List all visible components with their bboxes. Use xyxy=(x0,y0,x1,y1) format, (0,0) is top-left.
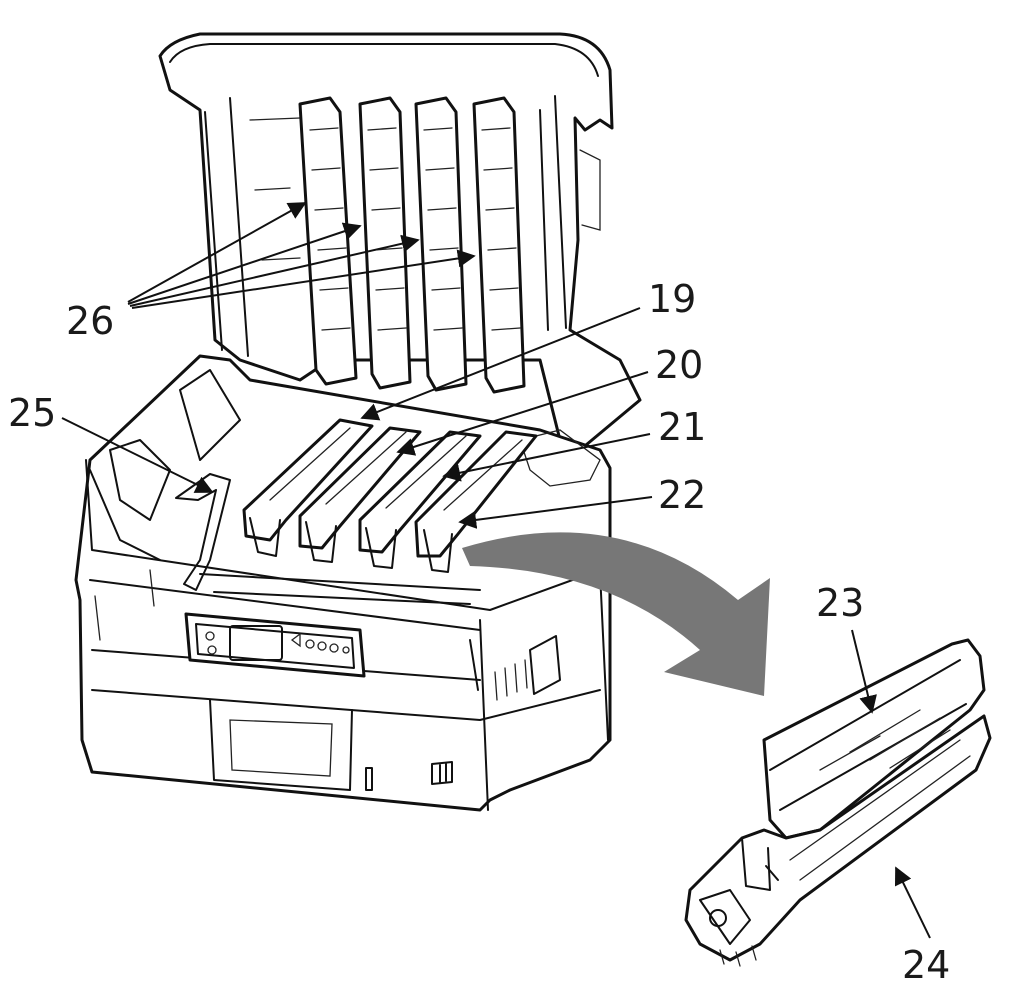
control-panel xyxy=(184,612,366,678)
callout-labels: 26 19 20 21 22 25 23 24 xyxy=(8,277,950,984)
led-head-3 xyxy=(414,96,468,392)
callout-20: 20 xyxy=(655,343,703,387)
callout-26: 26 xyxy=(66,299,114,343)
callout-21: 21 xyxy=(658,405,706,449)
drum-base xyxy=(684,714,992,962)
image-drum-unit xyxy=(684,638,992,967)
toner-cartridge-1 xyxy=(242,418,374,557)
callout-22: 22 xyxy=(658,473,706,517)
toner-cartridge-2 xyxy=(298,426,422,563)
led-head-1 xyxy=(298,96,358,386)
removal-arrow xyxy=(462,532,770,696)
callout-25: 25 xyxy=(8,391,56,435)
led-head-2 xyxy=(358,96,412,390)
printer-body xyxy=(74,32,642,812)
toner-cartridge-3 xyxy=(358,430,482,569)
led-head-4 xyxy=(472,96,526,394)
callout-24: 24 xyxy=(902,943,950,984)
callout-19: 19 xyxy=(648,277,696,321)
leader-lines xyxy=(61,202,931,939)
transfer-belt-lever xyxy=(175,473,231,591)
callout-23: 23 xyxy=(816,581,864,625)
